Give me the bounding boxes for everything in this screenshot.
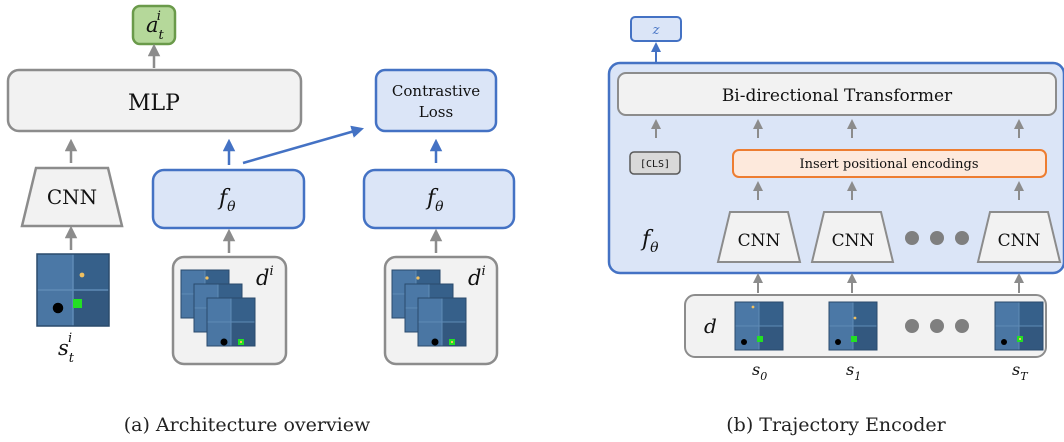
frame-label-s0: s0 <box>752 360 767 383</box>
caption-a: (a) Architecture overview <box>124 414 371 436</box>
cnn-label-b-1: CNN <box>832 231 875 251</box>
frame-sT <box>994 301 1044 351</box>
state-image <box>36 253 110 327</box>
ellipsis-dot <box>955 319 969 333</box>
panel-a: ati MLP CNN sti fθ <box>6 4 516 436</box>
contrastive-loss-box <box>374 68 498 133</box>
demo-label-right: di <box>468 264 486 290</box>
cnn-trapezoid-b-T <box>976 211 1062 263</box>
positional-encodings-box <box>732 149 1047 178</box>
ellipsis-dot <box>905 319 919 333</box>
transformer-label: Bi-directional Transformer <box>722 86 953 106</box>
demo-frame-1-middle <box>180 269 230 319</box>
f-theta-box-right <box>362 168 516 230</box>
ellipsis-dot <box>930 319 944 333</box>
demo-frame-1-right <box>391 269 441 319</box>
ellipsis-dot <box>955 231 969 245</box>
contrastive-loss-line1: Contrastive <box>392 82 480 100</box>
cnn-label-b-T: CNN <box>998 231 1041 251</box>
mlp-box <box>6 68 303 133</box>
transformer-box <box>617 72 1057 116</box>
cnn-label-b-0: CNN <box>738 231 781 251</box>
arrow-f-to-contrastive <box>242 125 365 165</box>
action-output-label: ati <box>146 9 165 43</box>
cls-token-box <box>629 151 681 175</box>
mlp-label: MLP <box>128 91 180 116</box>
panel-b: z Bi-directional Transformer [CLS] Inser… <box>607 16 1064 436</box>
positional-encodings-label: Insert positional encodings <box>799 157 978 172</box>
demo-frame-3-middle <box>206 297 256 347</box>
demo-label-middle: di <box>256 264 274 290</box>
cnn-trapezoid-b-1 <box>810 211 895 263</box>
caption-b: (b) Trajectory Encoder <box>726 414 946 436</box>
cnn-trapezoid-a <box>20 166 124 228</box>
demonstration-label: d <box>704 314 717 338</box>
cnn-trapezoid-b-0 <box>716 211 802 263</box>
frame-s0 <box>734 301 784 351</box>
z-output-label: z <box>652 23 660 38</box>
contrastive-loss-line2: Loss <box>419 103 453 121</box>
frame-label-sT: sT <box>1012 360 1029 383</box>
demo-frame-3-right <box>417 297 467 347</box>
frame-label-s1: s1 <box>846 360 861 383</box>
z-output-box <box>630 16 682 42</box>
frame-s1 <box>828 301 878 351</box>
f-theta-box-middle <box>151 168 306 230</box>
state-label: sti <box>58 331 75 366</box>
ellipsis-dot <box>930 231 944 245</box>
cls-token-label: [CLS] <box>640 159 670 170</box>
ellipsis-dot <box>905 231 919 245</box>
cnn-label-a: CNN <box>47 185 97 209</box>
